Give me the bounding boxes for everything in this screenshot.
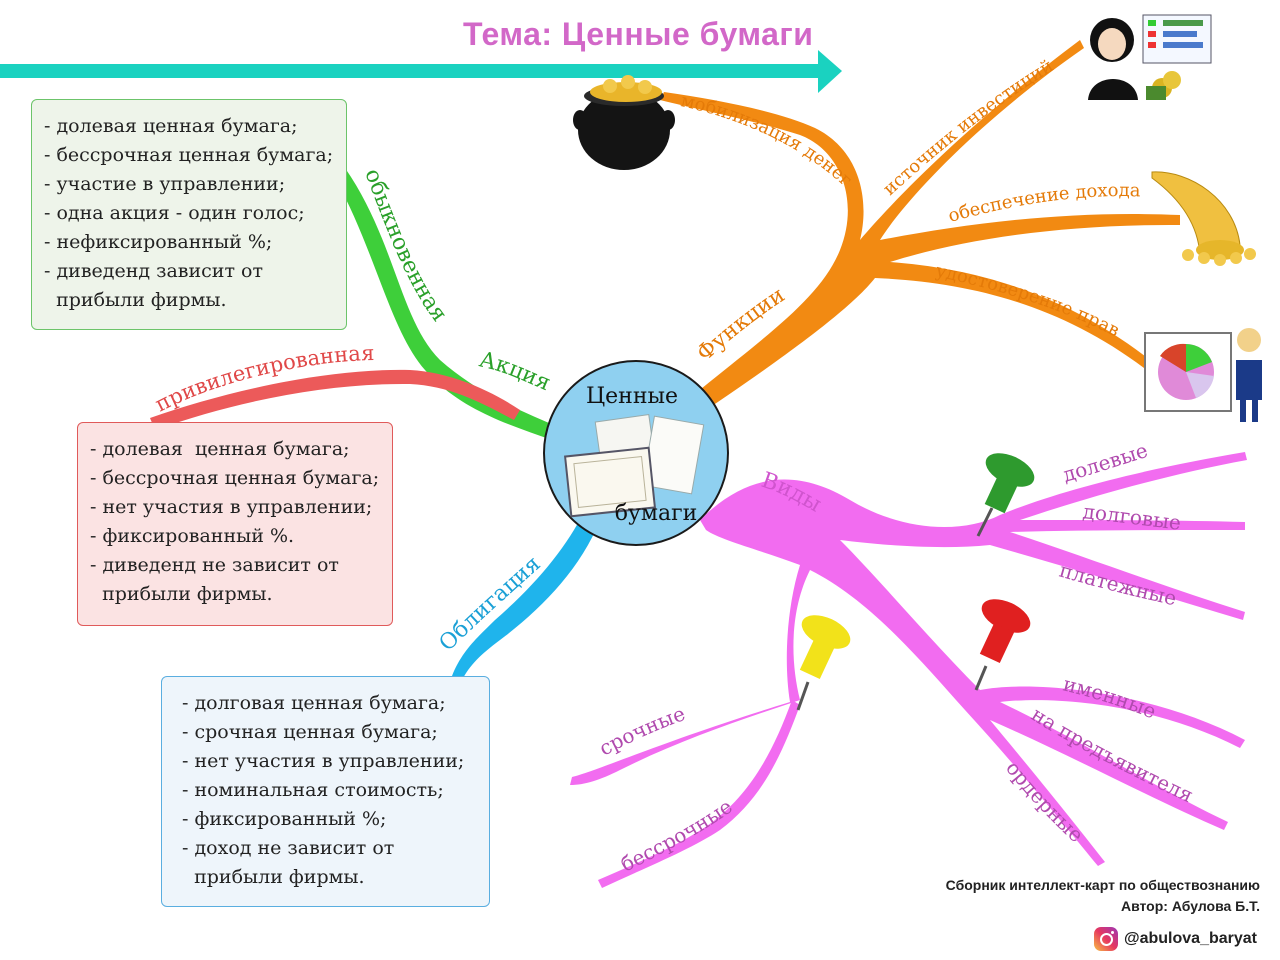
label-type-srochnye: срочные — [595, 701, 688, 760]
preferred-line: - нет участия в управлении; — [90, 496, 373, 518]
ordinary-share-box: - долевая ценная бумага; - бессрочная це… — [31, 99, 347, 330]
central-topic-line2: бумаги — [615, 501, 698, 526]
bond-line: - нет участия в управлении; — [182, 750, 465, 772]
cornucopia-icon — [1151, 171, 1256, 266]
presenter-pie-chart-icon — [1144, 328, 1262, 422]
preferred-share-box: - долевая ценная бумага; - бессрочная це… — [77, 422, 393, 626]
instagram-handle-text: @abulova_baryat — [1124, 930, 1257, 947]
central-topic-line1: Ценные — [586, 384, 678, 409]
ordinary-line: - одна акция - один голос; — [44, 202, 305, 224]
branch-vidy — [570, 452, 1247, 866]
green-pushpin-icon — [976, 453, 1035, 537]
preferred-line: - фиксированный %. — [90, 525, 295, 547]
label-aktsiya: Акция — [477, 347, 554, 396]
ordinary-line: - бессрочная ценная бумага; — [44, 144, 334, 166]
collection-credit: Сборник интеллект-карт по обществознанию — [945, 877, 1260, 893]
header-arrow — [0, 50, 842, 93]
investor-with-checklist-icon — [1088, 14, 1212, 100]
certificate-icon — [563, 414, 705, 518]
bond-line: - срочная ценная бумага; — [182, 721, 438, 743]
bond-line: - фиксированный %; — [182, 808, 387, 830]
yellow-pushpin-icon — [796, 615, 851, 711]
preferred-line: - долевая ценная бумага; — [90, 438, 350, 460]
ordinary-line: - диведенд зависит от — [44, 260, 263, 282]
ordinary-line: - участие в управлении; — [44, 173, 286, 195]
bond-line: - номинальная стоимость; — [182, 779, 444, 801]
label-function-investments: источник инвестиций — [879, 55, 1057, 199]
branch-privileg — [150, 369, 520, 430]
preferred-line: - бессрочная ценная бумага; — [90, 467, 380, 489]
label-function-rights: удостоверение прав — [934, 260, 1123, 341]
ordinary-line: - нефиксированный %; — [44, 231, 273, 253]
bond-line: прибыли фирмы. — [182, 866, 365, 888]
instagram-handle[interactable]: @abulova_baryat — [1094, 926, 1257, 952]
bond-box: - долговая ценная бумага; - срочная ценн… — [161, 676, 490, 907]
preferred-line: - диведенд не зависит от — [90, 554, 339, 576]
label-type-imennye: именные — [1061, 672, 1160, 724]
ordinary-line: - долевая ценная бумага; — [44, 115, 298, 137]
instagram-icon — [1094, 927, 1118, 951]
branch-obligatsiya — [452, 510, 600, 680]
label-type-ordernye: ордерные — [1001, 756, 1088, 847]
bond-line: - доход не зависит от — [182, 837, 395, 859]
preferred-line: прибыли фирмы. — [90, 583, 273, 605]
branch-funktsii — [660, 40, 1180, 410]
central-topic: Ценные бумаги — [543, 360, 729, 546]
ordinary-line: прибыли фирмы. — [44, 289, 227, 311]
label-type-platezhnye: платежные — [1057, 558, 1179, 611]
branch-aktsiya — [335, 168, 560, 440]
pot-of-gold-icon — [573, 75, 675, 170]
bond-line: - долговая ценная бумага; — [182, 692, 446, 714]
author-credit: Автор: Абулова Б.Т. — [1120, 898, 1260, 914]
page-title: Тема: Ценные бумаги — [463, 16, 814, 52]
red-pushpin-icon — [974, 599, 1031, 691]
